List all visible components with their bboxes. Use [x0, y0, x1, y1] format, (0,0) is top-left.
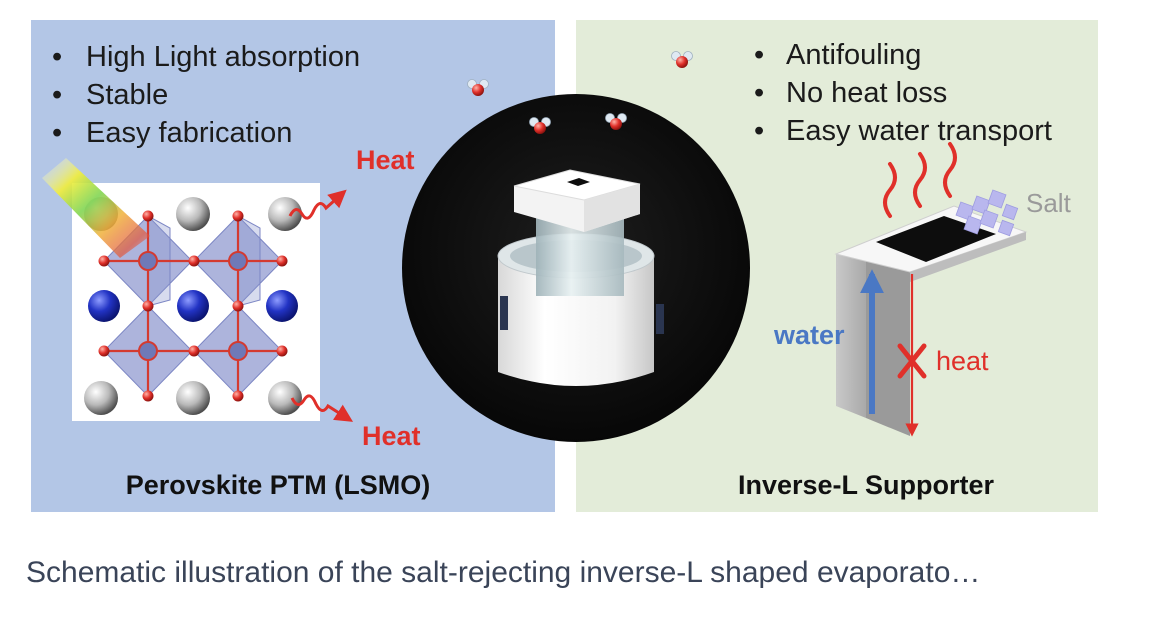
svg-text:•: •	[52, 117, 62, 149]
svg-text:•: •	[754, 77, 764, 109]
top-cube-side	[584, 184, 640, 232]
heat-arrow-bottom: Heat	[290, 394, 421, 451]
right-bullet-3: Easy water transport	[786, 115, 1052, 147]
pillar-front	[866, 250, 910, 436]
sunlight-beam	[42, 158, 150, 258]
oxygen-atoms	[98, 210, 288, 402]
figure-caption: Schematic illustration of the salt-rejec…	[26, 556, 981, 589]
right-panel-title: Inverse-L Supporter	[738, 470, 995, 500]
heat-arrow-top: Heat	[288, 145, 415, 220]
right-bullet-2: No heat loss	[786, 77, 947, 109]
salt-crystals	[955, 189, 1019, 237]
svg-text:•: •	[754, 39, 764, 71]
left-bullet-2: Stable	[86, 79, 168, 111]
top-slab-edge	[910, 232, 1026, 282]
photo-absorber	[567, 178, 590, 186]
right-bullet-1: Antifouling	[786, 39, 921, 71]
cup-label-left	[500, 296, 508, 330]
inverse-l-supporter: Salt water heat	[773, 142, 1072, 437]
svg-text:•: •	[754, 115, 764, 147]
pillar-side	[836, 250, 866, 418]
left-bullet-1: High Light absorption	[86, 41, 360, 73]
block-x-mark	[897, 343, 927, 379]
salt-label: Salt	[1026, 188, 1072, 218]
heat-label-top: Heat	[356, 145, 415, 175]
water-label: water	[773, 320, 845, 350]
right-bullet-list: • • • Antifouling No heat loss Easy wate…	[754, 39, 1052, 147]
svg-text:•: •	[52, 79, 62, 111]
octahedron-centers	[138, 251, 248, 361]
heat-label-blocked: heat	[936, 346, 989, 376]
schematic-figure: • • • High Light absorption Stable Easy …	[31, 20, 1098, 512]
device-photo	[402, 94, 750, 442]
svg-text:•: •	[52, 41, 62, 73]
cup-label	[656, 304, 664, 334]
left-bullet-list: • • • High Light absorption Stable Easy …	[52, 41, 360, 149]
heat-label-bottom: Heat	[362, 421, 421, 451]
vapor-heat-waves	[883, 142, 957, 218]
blue-spheres	[88, 290, 298, 322]
left-bullet-3: Easy fabrication	[86, 117, 292, 149]
left-panel-title: Perovskite PTM (LSMO)	[126, 470, 431, 500]
